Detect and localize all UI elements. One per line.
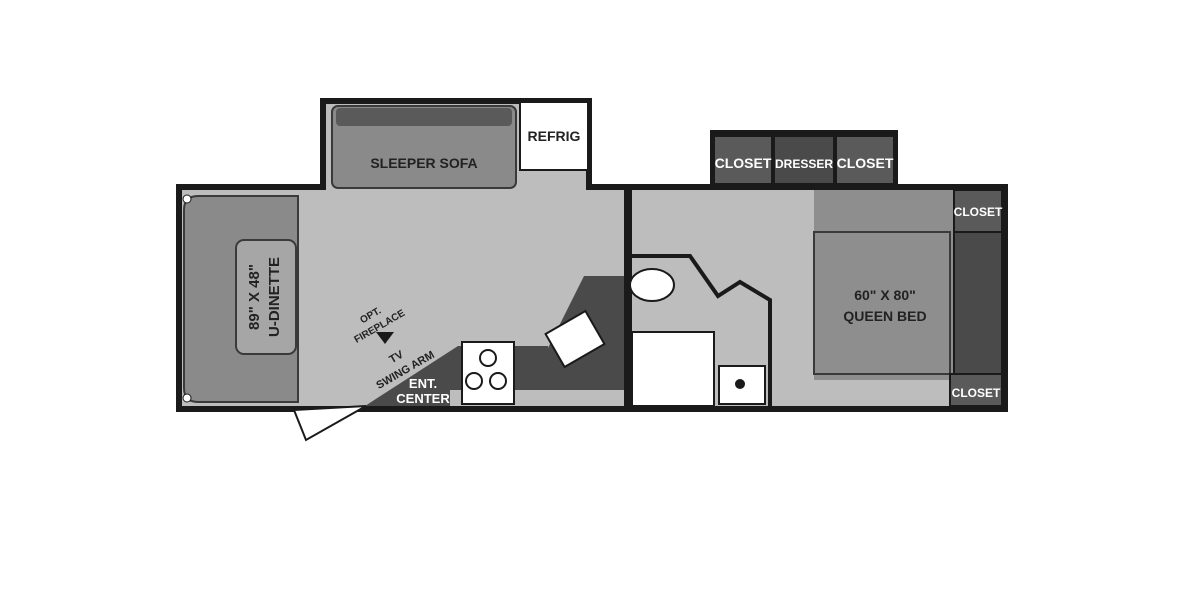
ent-center-label-1: ENT. — [409, 376, 437, 391]
dresser-label: DRESSER — [775, 157, 833, 171]
dinette-label: U-DINETTE — [266, 257, 283, 337]
refrigerator — [519, 101, 589, 171]
fireplace-marker-icon — [376, 332, 394, 344]
kitchen-counter — [365, 276, 624, 406]
bathroom — [624, 188, 772, 408]
refrig-label: REFRIG — [528, 128, 581, 144]
dinette-size-label: 89" X 48" — [246, 264, 263, 330]
queen-bed-size-label: 60" X 80" — [854, 287, 916, 303]
closet-label-left: CLOSET — [715, 155, 772, 171]
u-dinette — [182, 194, 299, 403]
queen-bed — [813, 189, 1003, 407]
queen-bed-label: QUEEN BED — [843, 308, 926, 324]
closet-label-bed-top: CLOSET — [954, 205, 1003, 219]
closet-label-bed-bottom: CLOSET — [952, 386, 1001, 400]
ent-center-label-2: CENTER — [396, 391, 450, 406]
entry-door[interactable] — [292, 405, 367, 442]
closet-dresser-slide — [713, 135, 895, 185]
closet-label-right: CLOSET — [837, 155, 894, 171]
sleeper-sofa — [331, 105, 517, 189]
sleeper-sofa-label: SLEEPER SOFA — [370, 155, 477, 171]
